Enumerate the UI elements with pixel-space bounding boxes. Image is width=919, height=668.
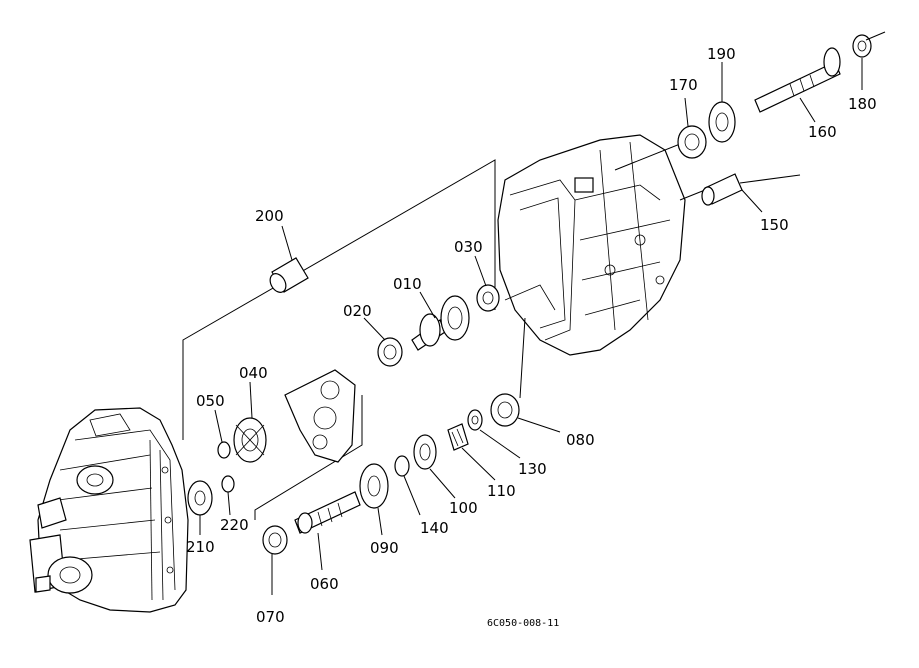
label-160: 160 (808, 123, 837, 141)
label-010: 010 (393, 275, 422, 293)
part-labels: 200 020 010 030 040 050 220 210 070 060 … (186, 45, 877, 629)
label-090: 090 (370, 539, 399, 557)
part-110-needle-bearing (447, 423, 469, 451)
part-130-washer (467, 409, 483, 431)
part-010-gear-shaft (411, 295, 470, 351)
label-220: 220 (220, 516, 249, 534)
label-140: 140 (420, 519, 449, 537)
part-140-washer (394, 455, 410, 477)
part-090-gear (359, 463, 389, 509)
label-150: 150 (760, 216, 789, 234)
part-050-gear (217, 441, 231, 459)
label-100: 100 (449, 499, 478, 517)
part-070-bearing (262, 525, 288, 555)
label-130: 130 (518, 460, 547, 478)
label-180: 180 (848, 95, 877, 113)
part-100-gear (413, 434, 437, 470)
label-110: 110 (487, 482, 516, 500)
part-150-sleeve (701, 173, 743, 206)
assembly-lines (182, 139, 801, 520)
part-210-gear (187, 480, 213, 516)
label-190: 190 (707, 45, 736, 63)
label-060: 060 (310, 575, 339, 593)
label-030: 030 (454, 238, 483, 256)
label-070: 070 (256, 608, 285, 626)
leader-lines (199, 31, 886, 595)
part-080-bearing (490, 393, 520, 427)
label-210: 210 (186, 538, 215, 556)
part-220-washer (221, 475, 235, 493)
part-190-gear (708, 101, 736, 143)
label-020: 020 (343, 302, 372, 320)
drawing-code: 6C050-008-11 (487, 618, 559, 629)
label-200: 200 (255, 207, 284, 225)
part-040-gear (233, 417, 267, 463)
part-020-bearing (377, 337, 403, 367)
part-180-bearing (852, 34, 872, 58)
part-030-bearing (476, 284, 500, 312)
label-050: 050 (196, 392, 225, 410)
label-040: 040 (239, 364, 268, 382)
left-housing (29, 407, 189, 613)
part-200-sleeve (269, 257, 309, 293)
part-040-plate (284, 369, 356, 463)
part-170-bearing (677, 125, 707, 159)
label-170: 170 (669, 76, 698, 94)
part-060-shaft (294, 491, 361, 534)
label-080: 080 (566, 431, 595, 449)
part-160-shaft (754, 47, 841, 113)
right-housing (497, 134, 686, 356)
